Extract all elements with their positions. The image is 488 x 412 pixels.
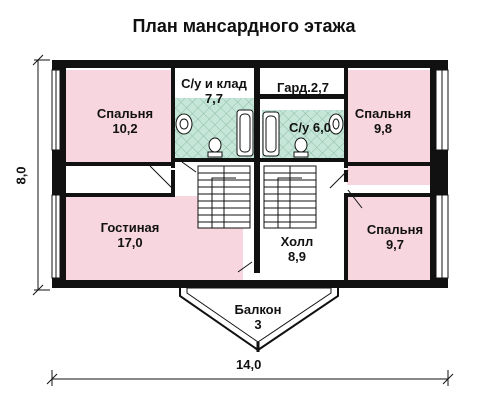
- living-name: Гостиная: [100, 220, 160, 235]
- outer-walls: [52, 60, 448, 288]
- toilet-left-tank: [207, 151, 223, 158]
- balcony-label: Балкон 3: [222, 302, 294, 332]
- stairs: [197, 165, 317, 229]
- interior-walls: [64, 68, 434, 280]
- hall-name: Холл: [280, 234, 314, 249]
- balcony-name: Балкон: [234, 302, 282, 317]
- toilet-right: [294, 137, 308, 153]
- wardrobe-name: Гард.2,7: [277, 80, 329, 95]
- bedroom-tl-label: Спальня 10,2: [90, 106, 160, 136]
- bath-storage-name: С/у и клад: [181, 76, 247, 91]
- bedroom-tl-fill: [65, 70, 171, 166]
- bedroom-tr-fill: [347, 70, 432, 185]
- living-label: Гостиная 17,0: [92, 220, 168, 250]
- bath-storage-area: 7,7: [204, 91, 224, 106]
- bath-label: С/у 6,0: [280, 120, 340, 135]
- width-dimension-label: 14,0: [236, 357, 262, 372]
- living-area: 17,0: [117, 235, 143, 250]
- plan-title: План мансардного этажа: [132, 16, 356, 36]
- fixtures: [175, 109, 344, 158]
- bedroom-br-fill: [347, 195, 432, 280]
- bath-storage-label: С/у и клад 7,7: [172, 76, 256, 106]
- wardrobe-label: Гард.2,7: [262, 80, 344, 95]
- bath-name: С/у 6,0: [289, 120, 331, 135]
- balcony-area: 3: [254, 317, 262, 332]
- bedroom-br-name: Спальня: [366, 222, 424, 237]
- door-swings: [149, 161, 363, 273]
- bedroom-br-label: Спальня 9,7: [357, 222, 433, 252]
- toilet-right-tank: [293, 151, 309, 158]
- depth-dimension-label: 8,0: [13, 166, 29, 185]
- side-windows: [51, 69, 449, 279]
- toilet-left: [208, 137, 222, 153]
- dimension-lines: [32, 54, 454, 386]
- bedroom-tr-name: Спальня: [354, 106, 412, 121]
- bedroom-tl-name: Спальня: [96, 106, 154, 121]
- bedroom-br-area: 9,7: [385, 237, 405, 252]
- hall-label: Холл 8,9: [272, 234, 322, 264]
- bedroom-tr-label: Спальня 9,8: [345, 106, 421, 136]
- bedroom-tl-area: 10,2: [112, 121, 138, 136]
- bedroom-tr-area: 9,8: [373, 121, 393, 136]
- hall-area: 8,9: [287, 249, 307, 264]
